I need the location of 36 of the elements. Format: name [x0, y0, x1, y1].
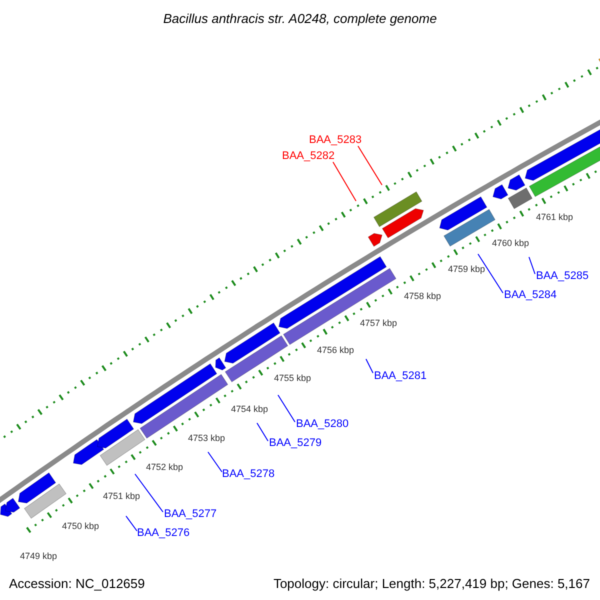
gene-label: BAA_5278 [222, 468, 275, 480]
gene-label: BAA_5281 [374, 370, 427, 382]
leader-line [134, 474, 164, 512]
leader-line [256, 422, 268, 442]
gene-label: BAA_5285 [536, 270, 589, 282]
tick-label: 4749 kbp [20, 551, 58, 561]
gene-label: BAA_5276 [137, 527, 190, 539]
tick-label: 4755 kbp [274, 373, 312, 383]
leader-line [528, 256, 536, 274]
tick-label: 4759 kbp [448, 264, 486, 274]
gene-label: BAA_5282 [282, 150, 335, 162]
footer-text: Accession: NC_012659 [9, 575, 145, 593]
diagram-title: Bacillus anthracis str. A0248, complete genome [163, 11, 437, 26]
footer-text: Topology: circular; Length: 5,227,419 bp; Genes: 5,167 [273, 575, 590, 593]
tick-label: 4761 kbp [536, 212, 574, 222]
tick-label: 4760 kbp [492, 238, 530, 248]
tick-label: 4752 kbp [146, 462, 184, 472]
gene-label: BAA_5280 [296, 418, 349, 430]
gene-label: BAA_5283 [309, 134, 362, 146]
gene-label: BAA_5277 [164, 508, 217, 520]
tick-label: 4750 kbp [62, 521, 100, 531]
gene-label: BAA_5284 [504, 289, 557, 301]
tick-label: 4758 kbp [404, 291, 442, 301]
tick-label: 4754 kbp [231, 404, 268, 414]
leader-line [358, 146, 382, 186]
leader-line [478, 254, 504, 294]
leader-line [208, 452, 222, 472]
tick-label: 4756 kbp [317, 345, 354, 355]
tick-label: 4753 kbp [188, 433, 226, 443]
tick-label: 4751 kbp [103, 491, 140, 501]
leader-line [126, 516, 138, 532]
tick-label: 4757 kbp [360, 318, 398, 328]
leader-line [366, 358, 374, 374]
gene-label: BAA_5279 [269, 437, 322, 449]
leader-line [332, 162, 356, 202]
leader-line [278, 394, 296, 422]
